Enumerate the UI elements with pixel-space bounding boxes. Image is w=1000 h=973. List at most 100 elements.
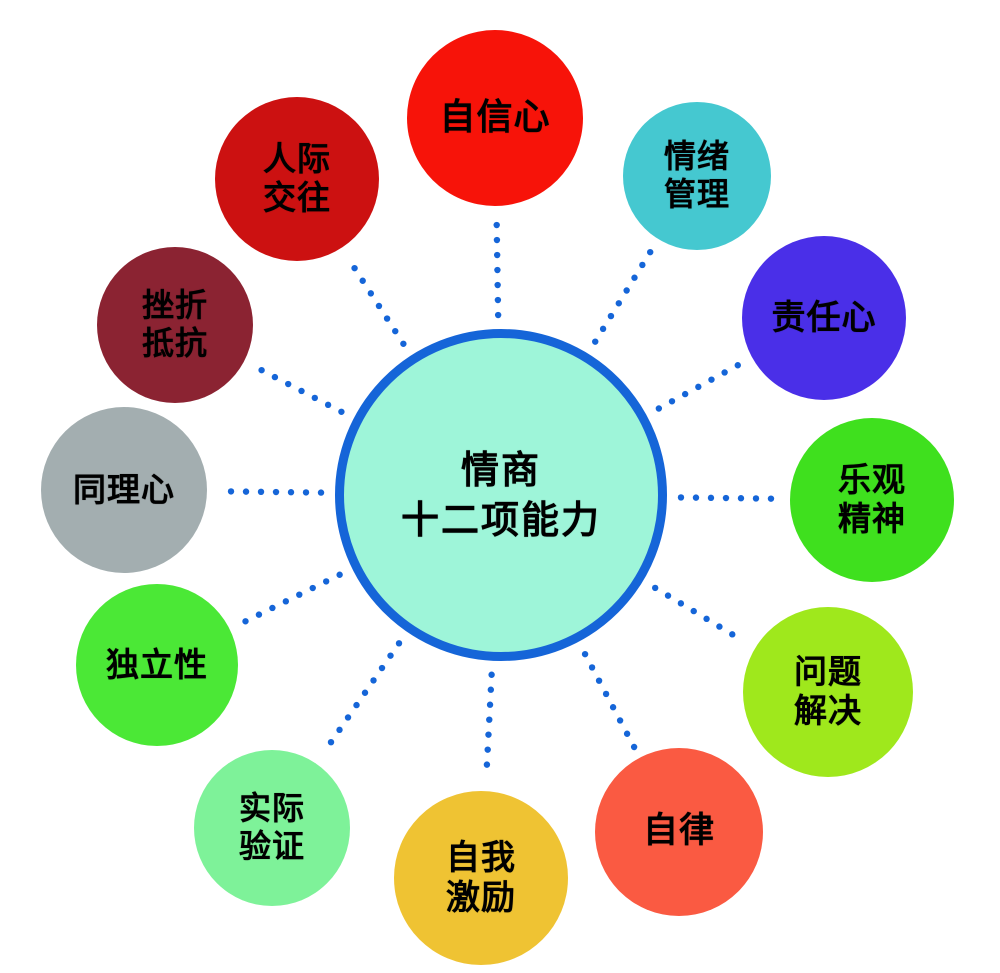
connector-dot [602,690,610,698]
connector-dot [752,495,760,502]
node-self-confidence[interactable]: 自信心 [407,30,583,206]
connector-dot [623,287,630,294]
connector-dot [494,311,502,319]
connector-dot [493,236,501,244]
connector-dot [322,578,330,585]
connector-dot [668,398,676,405]
connector-line [242,571,343,625]
node-self-discipline[interactable]: 自律 [595,748,763,916]
node-reality-testing[interactable]: 实际 验证 [194,750,350,906]
connector-dot [309,584,316,592]
connector-dot [722,494,730,502]
connector-dot [623,730,631,737]
connector-dot [324,401,332,409]
connector-dot [734,362,741,369]
connector-dot [317,489,325,496]
node-label: 自信心 [439,96,551,138]
connector-dot [227,488,235,495]
node-self-motivation[interactable]: 自我 激励 [394,791,568,965]
connector-dot [327,738,335,746]
connector-dot [378,664,386,672]
connector-dot [664,592,672,599]
node-label: 挫折 抵抗 [141,286,208,362]
connector-line [351,264,407,347]
connector-dot [370,677,377,684]
connector-dot [242,488,250,495]
connector-dot [271,373,279,381]
connector-dot [595,677,603,684]
connector-dot [493,251,501,259]
node-optimism[interactable]: 乐观 精神 [790,418,954,582]
connector-dot [486,701,494,708]
connector-dot [487,686,495,693]
connector-dot [588,664,596,671]
connector-dot [311,394,318,402]
connector-line [655,362,741,412]
connector-dot [287,489,295,496]
connector-dot [592,338,599,345]
connector-dot [338,408,345,415]
connector-dot [486,716,493,723]
hub-label: 情商 十二项能力 [400,447,601,542]
connector-dot [353,701,360,709]
connector-dot [681,390,689,398]
connector-dot [703,615,710,623]
connector-dot [302,489,310,496]
connector-dot [767,495,775,502]
connector-dot [677,600,685,607]
connector-dot [609,704,617,711]
connector-dot [494,266,501,274]
connector-dot [351,264,358,272]
connector-line [677,494,775,502]
connector-dot [707,494,715,502]
connector-dot [336,571,343,578]
connector-dot [400,340,407,347]
node-responsibility[interactable]: 责任心 [742,236,906,400]
connector-dot [285,380,292,388]
connector-line [483,671,495,768]
node-emotion-management[interactable]: 情绪 管理 [623,102,771,250]
node-problem-solving[interactable]: 问题 解决 [743,607,913,777]
connector-dot [647,248,654,256]
node-empathy[interactable]: 同理心 [41,407,207,573]
node-independence[interactable]: 独立性 [76,584,238,746]
node-interpersonal[interactable]: 人际 交往 [215,97,379,261]
connector-dot [655,405,663,412]
connector-dot [488,671,495,678]
connector-dot [282,598,290,605]
connector-dot [255,611,263,618]
connector-dot [395,640,403,647]
connector-dot [616,717,624,724]
connector-dot [615,300,622,307]
connector-line [227,488,325,496]
connector-dot [344,714,352,721]
node-label: 人际 交往 [263,139,331,217]
connector-dot [361,689,369,696]
connector-dot [242,618,249,625]
connector-line [592,248,654,345]
connector-dot [494,296,502,304]
connector-dot [258,366,265,374]
node-label: 情绪 管理 [663,137,730,213]
connector-line [651,584,736,638]
connector-dot [729,631,736,638]
node-label: 乐观 精神 [838,460,906,538]
node-frustration-resistance[interactable]: 挫折 抵抗 [97,247,253,403]
connector-dot [690,607,697,615]
connector-dot [631,274,638,281]
connector-dot [581,650,589,658]
node-label: 问题 解决 [794,652,862,730]
connector-dot [677,494,685,501]
node-label: 自律 [642,811,715,852]
hub-node[interactable]: 情商 十二项能力 [335,329,667,661]
connector-line [258,366,345,415]
connector-line [327,640,403,746]
connector-dot [272,488,280,496]
connector-dot [359,277,366,284]
connector-dot [607,312,615,320]
connector-dot [383,315,391,322]
connector-dot [296,591,303,598]
node-label: 责任心 [771,297,877,338]
connector-dot [639,261,646,269]
